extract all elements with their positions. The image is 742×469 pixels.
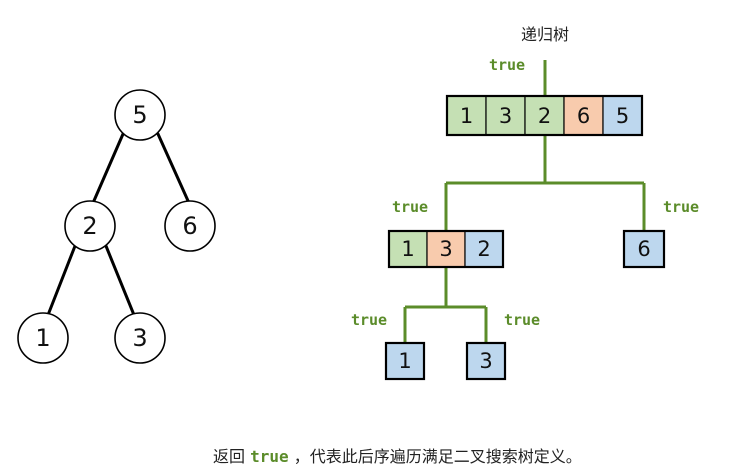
array-cell xyxy=(464,230,504,268)
array-cell-label: 6 xyxy=(577,104,590,128)
rec-edge-level1 xyxy=(444,136,646,231)
caption-prefix: 返回 xyxy=(213,447,251,466)
array-border xyxy=(622,229,666,269)
tree-edge-5-6 xyxy=(156,132,191,205)
tree-node-6-label: 6 xyxy=(182,212,197,240)
array-cell-label: 5 xyxy=(616,104,629,128)
caption-suffix: ，代表此后序遍历满足二叉搜索树定义。 xyxy=(288,447,582,466)
recursion-tree-title: 递归树 xyxy=(521,25,569,44)
array-cell-label: 1 xyxy=(398,349,411,373)
tree-node-5: 5 xyxy=(114,89,166,141)
array-cell-label: 2 xyxy=(477,237,490,261)
array-cell-label: 2 xyxy=(538,104,551,128)
array-cell-label: 3 xyxy=(439,237,452,261)
array-border xyxy=(387,229,505,269)
array-cell-label: 1 xyxy=(401,237,414,261)
true-label-root: true xyxy=(489,56,525,74)
array-cell-label: 6 xyxy=(637,237,650,261)
caption: 返回 true ，代表此后序遍历满足二叉搜索树定义。 xyxy=(213,443,582,467)
true-label-left-right-sub: true xyxy=(504,311,540,329)
tree-edge-5-2 xyxy=(91,132,125,205)
true-label-left-sub: true xyxy=(392,198,428,216)
tree-node-3-label: 3 xyxy=(132,324,147,352)
binary-tree: 5 2 6 1 3 xyxy=(17,89,216,364)
array-border xyxy=(445,94,644,137)
caption-keyword: true xyxy=(250,447,289,466)
array-border xyxy=(465,341,507,381)
tree-node-1: 1 xyxy=(17,312,69,364)
tree-edge-2-1 xyxy=(46,244,77,317)
tree-node-6: 6 xyxy=(164,200,216,252)
true-label-right-sub: true xyxy=(663,198,699,216)
array-root: 1 3 2 6 5 xyxy=(445,94,644,137)
array-cell-label: 1 xyxy=(460,104,473,128)
recursion-tree: 递归树 true true true true true 1 3 2 6 5 xyxy=(351,25,699,381)
array-border xyxy=(384,341,426,381)
tree-node-5-label: 5 xyxy=(132,101,147,129)
array-left-sub: 1 3 2 xyxy=(387,229,505,269)
tree-node-3: 3 xyxy=(114,312,166,364)
array-cell-label: 3 xyxy=(479,349,492,373)
array-left-right-sub: 3 xyxy=(465,341,507,381)
array-cell-label: 3 xyxy=(499,104,512,128)
array-right-sub: 6 xyxy=(622,229,666,269)
true-label-left-left-sub: true xyxy=(351,311,387,329)
tree-node-2: 2 xyxy=(64,200,116,252)
tree-node-2-label: 2 xyxy=(82,212,97,240)
rec-edge-level2 xyxy=(403,266,488,343)
array-left-left-sub: 1 xyxy=(384,341,426,381)
tree-edge-2-3 xyxy=(104,244,136,317)
tree-node-1-label: 1 xyxy=(35,324,50,352)
array-cell xyxy=(602,95,643,136)
